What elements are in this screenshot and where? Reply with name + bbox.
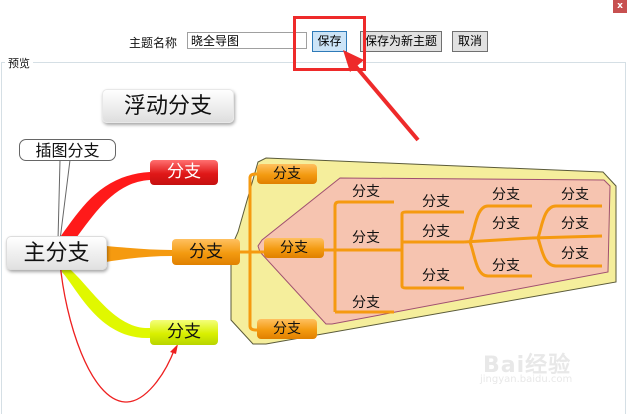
toolbar: 主题名称 保存 保存为新主题 取消 xyxy=(0,30,627,52)
main-branch-node[interactable]: 主分支 xyxy=(6,236,107,270)
theme-name-input[interactable] xyxy=(187,32,307,49)
level3-branch-node[interactable]: 分支 xyxy=(422,268,450,284)
lime-branch-node[interactable]: 分支 xyxy=(150,320,218,345)
level2-branch-node[interactable]: 分支 xyxy=(352,184,380,200)
preview-legend: 预览 xyxy=(5,55,33,71)
theme-name-label: 主题名称 xyxy=(129,36,178,50)
level2-branch-node[interactable]: 分支 xyxy=(352,230,380,246)
level3-branch-node[interactable]: 分支 xyxy=(422,194,450,210)
preview-group xyxy=(1,62,626,414)
level5-branch-node[interactable]: 分支 xyxy=(561,187,589,203)
yellow-bottom-branch-node[interactable]: 分支 xyxy=(257,319,317,339)
watermark-url: jingyan.baidu.com xyxy=(480,374,573,385)
cancel-button[interactable]: 取消 xyxy=(452,31,488,52)
callout-branch-node[interactable]: 插图分支 xyxy=(19,139,116,161)
floating-branch-node[interactable]: 浮动分支 xyxy=(102,89,234,123)
save-button[interactable]: 保存 xyxy=(312,31,347,52)
save-as-new-theme-button[interactable]: 保存为新主题 xyxy=(360,31,442,52)
watermark-logo: Bai经验 xyxy=(483,353,572,378)
yellow-top-branch-node[interactable]: 分支 xyxy=(257,164,317,184)
pink-root-branch-node[interactable]: 分支 xyxy=(264,238,324,258)
level4-branch-node[interactable]: 分支 xyxy=(492,258,520,274)
level4-branch-node[interactable]: 分支 xyxy=(492,187,520,203)
level2-branch-node[interactable]: 分支 xyxy=(352,295,380,311)
close-icon: x xyxy=(617,1,623,11)
level5-branch-node[interactable]: 分支 xyxy=(561,246,589,262)
level5-branch-node[interactable]: 分支 xyxy=(561,216,589,232)
close-button[interactable]: x xyxy=(613,0,627,13)
orange-branch-node[interactable]: 分支 xyxy=(172,239,240,265)
red-branch-node[interactable]: 分支 xyxy=(150,160,218,185)
level3-branch-node[interactable]: 分支 xyxy=(422,224,450,240)
level4-branch-node[interactable]: 分支 xyxy=(492,216,520,232)
